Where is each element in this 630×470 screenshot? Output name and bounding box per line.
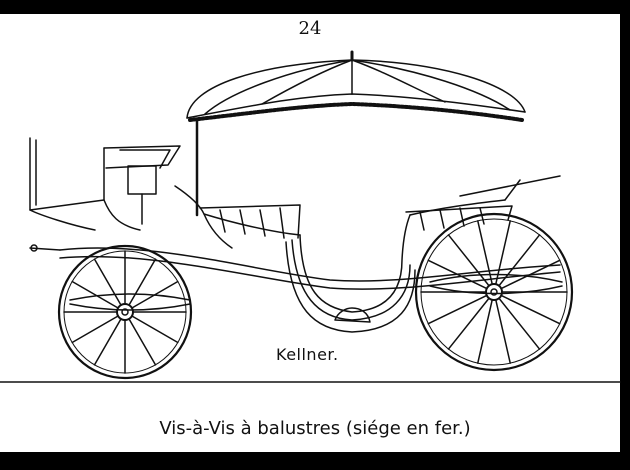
wheel-spoke <box>495 299 511 364</box>
wheel-spoke <box>447 297 490 350</box>
canopy <box>186 50 526 217</box>
scan-border-top <box>0 0 630 14</box>
wheel-spoke <box>131 315 179 344</box>
wheel-spoke <box>500 259 561 290</box>
wheel-spoke <box>427 294 488 325</box>
wheel-spoke <box>128 258 157 306</box>
wheel-spoke <box>71 280 119 309</box>
driver-seat <box>29 137 181 231</box>
wheel-spoke <box>427 259 488 290</box>
scan-border-bottom <box>0 452 630 470</box>
maker-name: Kellner. <box>276 345 339 364</box>
wheel-spoke <box>71 315 119 344</box>
plate-caption: Vis-à-Vis à balustres (siége en fer.) <box>159 418 471 439</box>
front-wheel <box>57 244 193 380</box>
wheel-spoke <box>498 234 541 287</box>
wheel-spoke <box>447 234 490 287</box>
page-number: 24 <box>298 18 322 39</box>
springs <box>69 273 563 311</box>
wheel-spoke <box>477 299 493 364</box>
wheel-spoke <box>128 318 157 366</box>
wheel-spoke <box>477 220 493 285</box>
rear-wheel <box>414 212 574 372</box>
wheel-spoke <box>93 258 122 306</box>
wheel-spoke <box>93 318 122 366</box>
scan-border-right <box>620 0 630 470</box>
wheel-spoke <box>498 297 541 350</box>
wheel-spoke <box>500 294 561 325</box>
wheel-spoke <box>495 220 511 285</box>
